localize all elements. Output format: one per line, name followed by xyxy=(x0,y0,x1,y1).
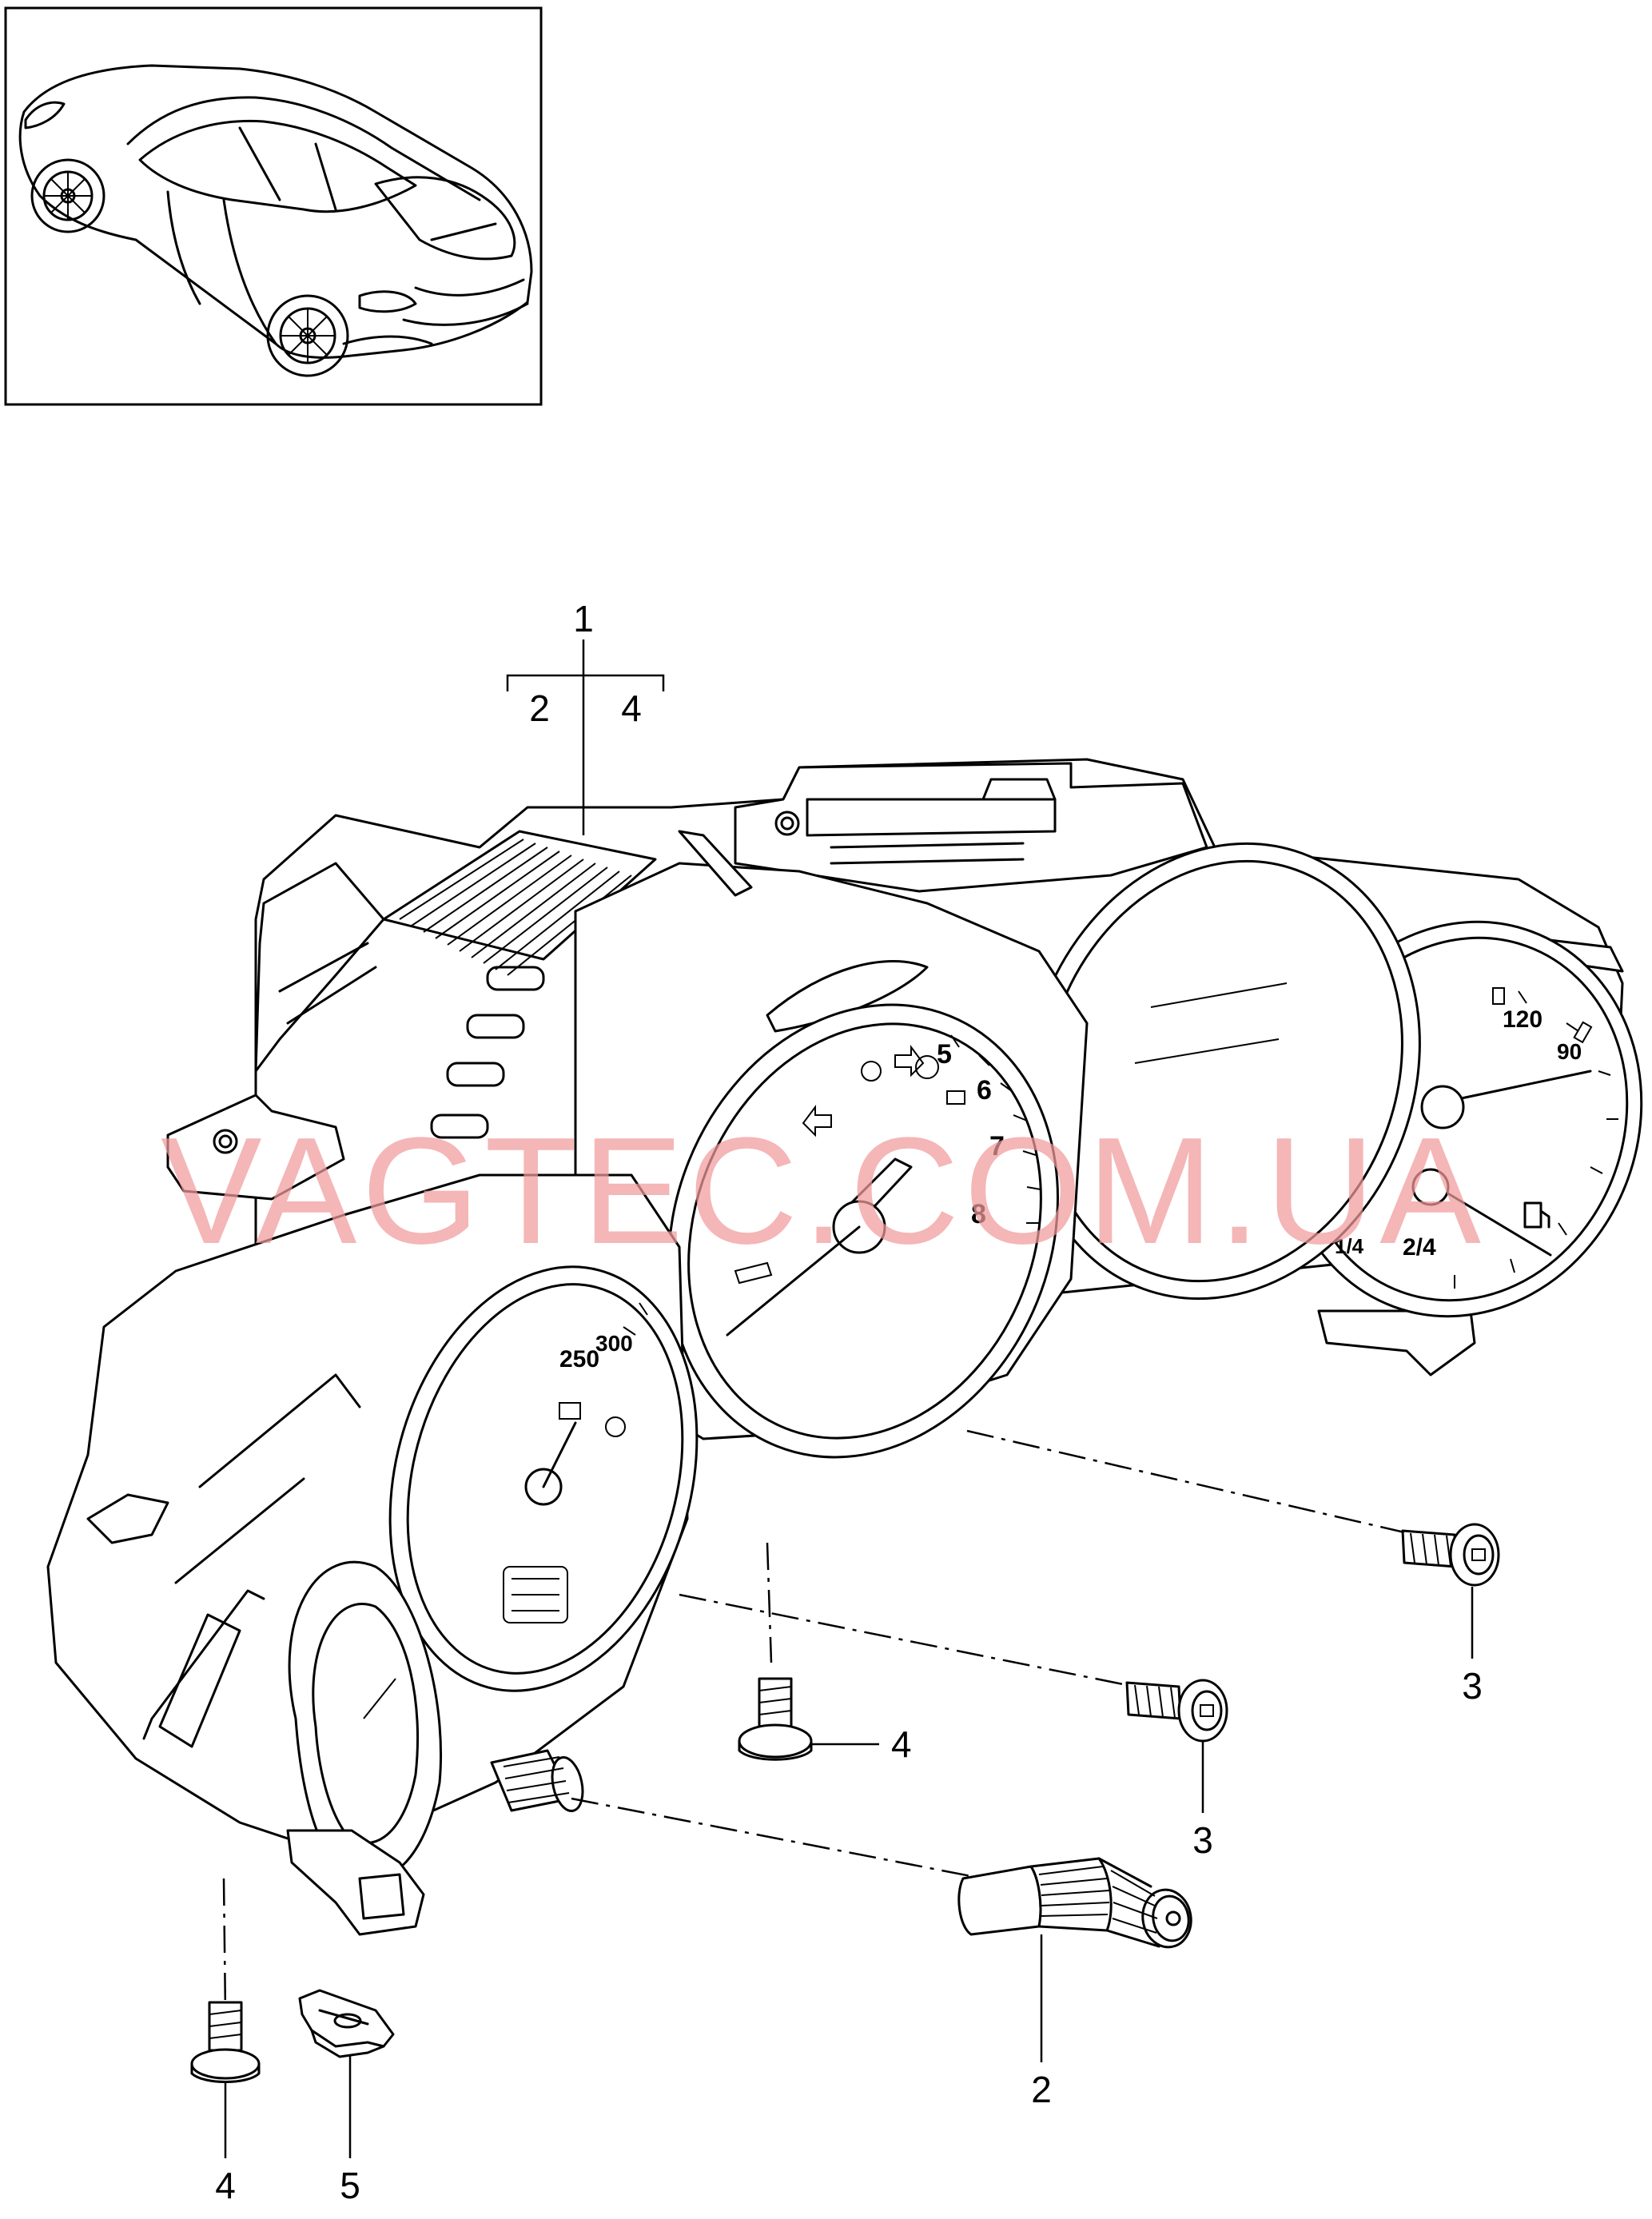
tach-label-8: 8 xyxy=(971,1199,986,1229)
center-display xyxy=(1025,842,1421,1301)
engine-check-icon xyxy=(734,1261,773,1285)
callout-bracket-left: 2 xyxy=(529,687,550,729)
fuel-label-half: 2/4 xyxy=(1403,1234,1436,1261)
screw-middle xyxy=(1125,1679,1228,1743)
arrow-right-icon xyxy=(894,1045,925,1078)
callout-bolt-middle: 4 xyxy=(891,1723,912,1765)
screw-right xyxy=(1401,1523,1500,1587)
speed-label-300: 300 xyxy=(595,1331,633,1356)
callout-bolt-lower-left: 4 xyxy=(215,2165,236,2206)
tach-label-7: 7 xyxy=(989,1131,1005,1161)
callout-clip: 5 xyxy=(340,2165,360,2206)
leader-lines xyxy=(224,639,1474,2158)
speed-label-250: 250 xyxy=(559,1346,599,1372)
callout-bracket-right: 4 xyxy=(621,687,642,729)
vehicle-thumbnail xyxy=(4,6,543,406)
fuel-pump-icon xyxy=(1523,1201,1550,1229)
callout-screw-middle: 3 xyxy=(1192,1819,1213,1861)
temp-label-90: 90 xyxy=(1557,1039,1582,1064)
callout-screw-right: 3 xyxy=(1462,1665,1483,1707)
callout-knob: 2 xyxy=(1031,2069,1052,2110)
callout-main-part: 1 xyxy=(573,598,594,639)
adjustment-knob xyxy=(957,1857,1192,1949)
callout-labels: 1 2 4 3 3 4 2 4 5 xyxy=(215,598,1483,2206)
light-icon xyxy=(861,1061,882,1082)
speed-light-icon xyxy=(605,1416,626,1437)
bolt-lower-left xyxy=(190,2001,261,2083)
spring-clip xyxy=(298,1989,395,2058)
tach-label-5: 5 xyxy=(937,1039,952,1070)
tachometer: 5 6 7 8 xyxy=(667,1003,1059,1459)
odometer-display xyxy=(503,1566,568,1623)
tach-label-6: 6 xyxy=(977,1075,992,1106)
warning-icon-box xyxy=(946,1090,965,1105)
assembly-lines xyxy=(222,1429,1415,2015)
watermark: VAGTEC.COM.UA xyxy=(161,1106,1486,1276)
warning-icon-circle xyxy=(915,1055,939,1079)
temp-label-120: 120 xyxy=(1503,1006,1543,1033)
vent-grille xyxy=(399,839,632,976)
bolt-middle xyxy=(738,1677,813,1761)
instrument-cluster: 120 90 2/4 1/4 5 6 7 8 xyxy=(46,758,1643,1936)
speedometer: 250 300 xyxy=(388,1265,699,1692)
speed-warning-icon xyxy=(559,1402,581,1420)
arrow-left-icon xyxy=(802,1105,832,1137)
car-icon xyxy=(18,64,533,377)
knob-on-cluster xyxy=(490,1749,584,1812)
